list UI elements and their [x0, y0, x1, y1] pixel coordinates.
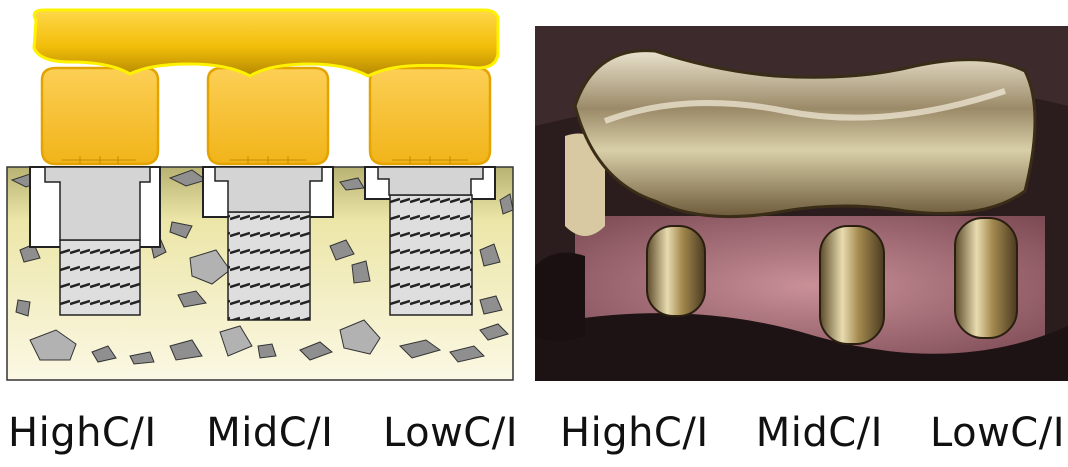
caption-mid-left: MidC/I [206, 410, 333, 456]
crown-high [42, 68, 158, 164]
diagram-captions: HighC/I MidC/I LowC/I [8, 405, 518, 461]
crown-mid [208, 68, 328, 164]
crown-low [370, 68, 490, 164]
photo-captions: HighC/I MidC/I LowC/I [560, 405, 1065, 461]
photo-cap-high [647, 226, 705, 316]
implant-crown-ratio-diagram [0, 0, 520, 390]
caption-low-right: LowC/I [930, 410, 1065, 456]
photo-cap-low [955, 218, 1017, 338]
caption-high-right: HighC/I [560, 410, 709, 456]
caption-high-left: HighC/I [8, 410, 157, 456]
caption-mid-right: MidC/I [756, 410, 883, 456]
photo-cap-mid [820, 226, 884, 344]
crowns [42, 68, 490, 164]
clinical-photo [535, 26, 1068, 381]
caption-low-left: LowC/I [383, 410, 518, 456]
connector-bar [34, 10, 498, 76]
